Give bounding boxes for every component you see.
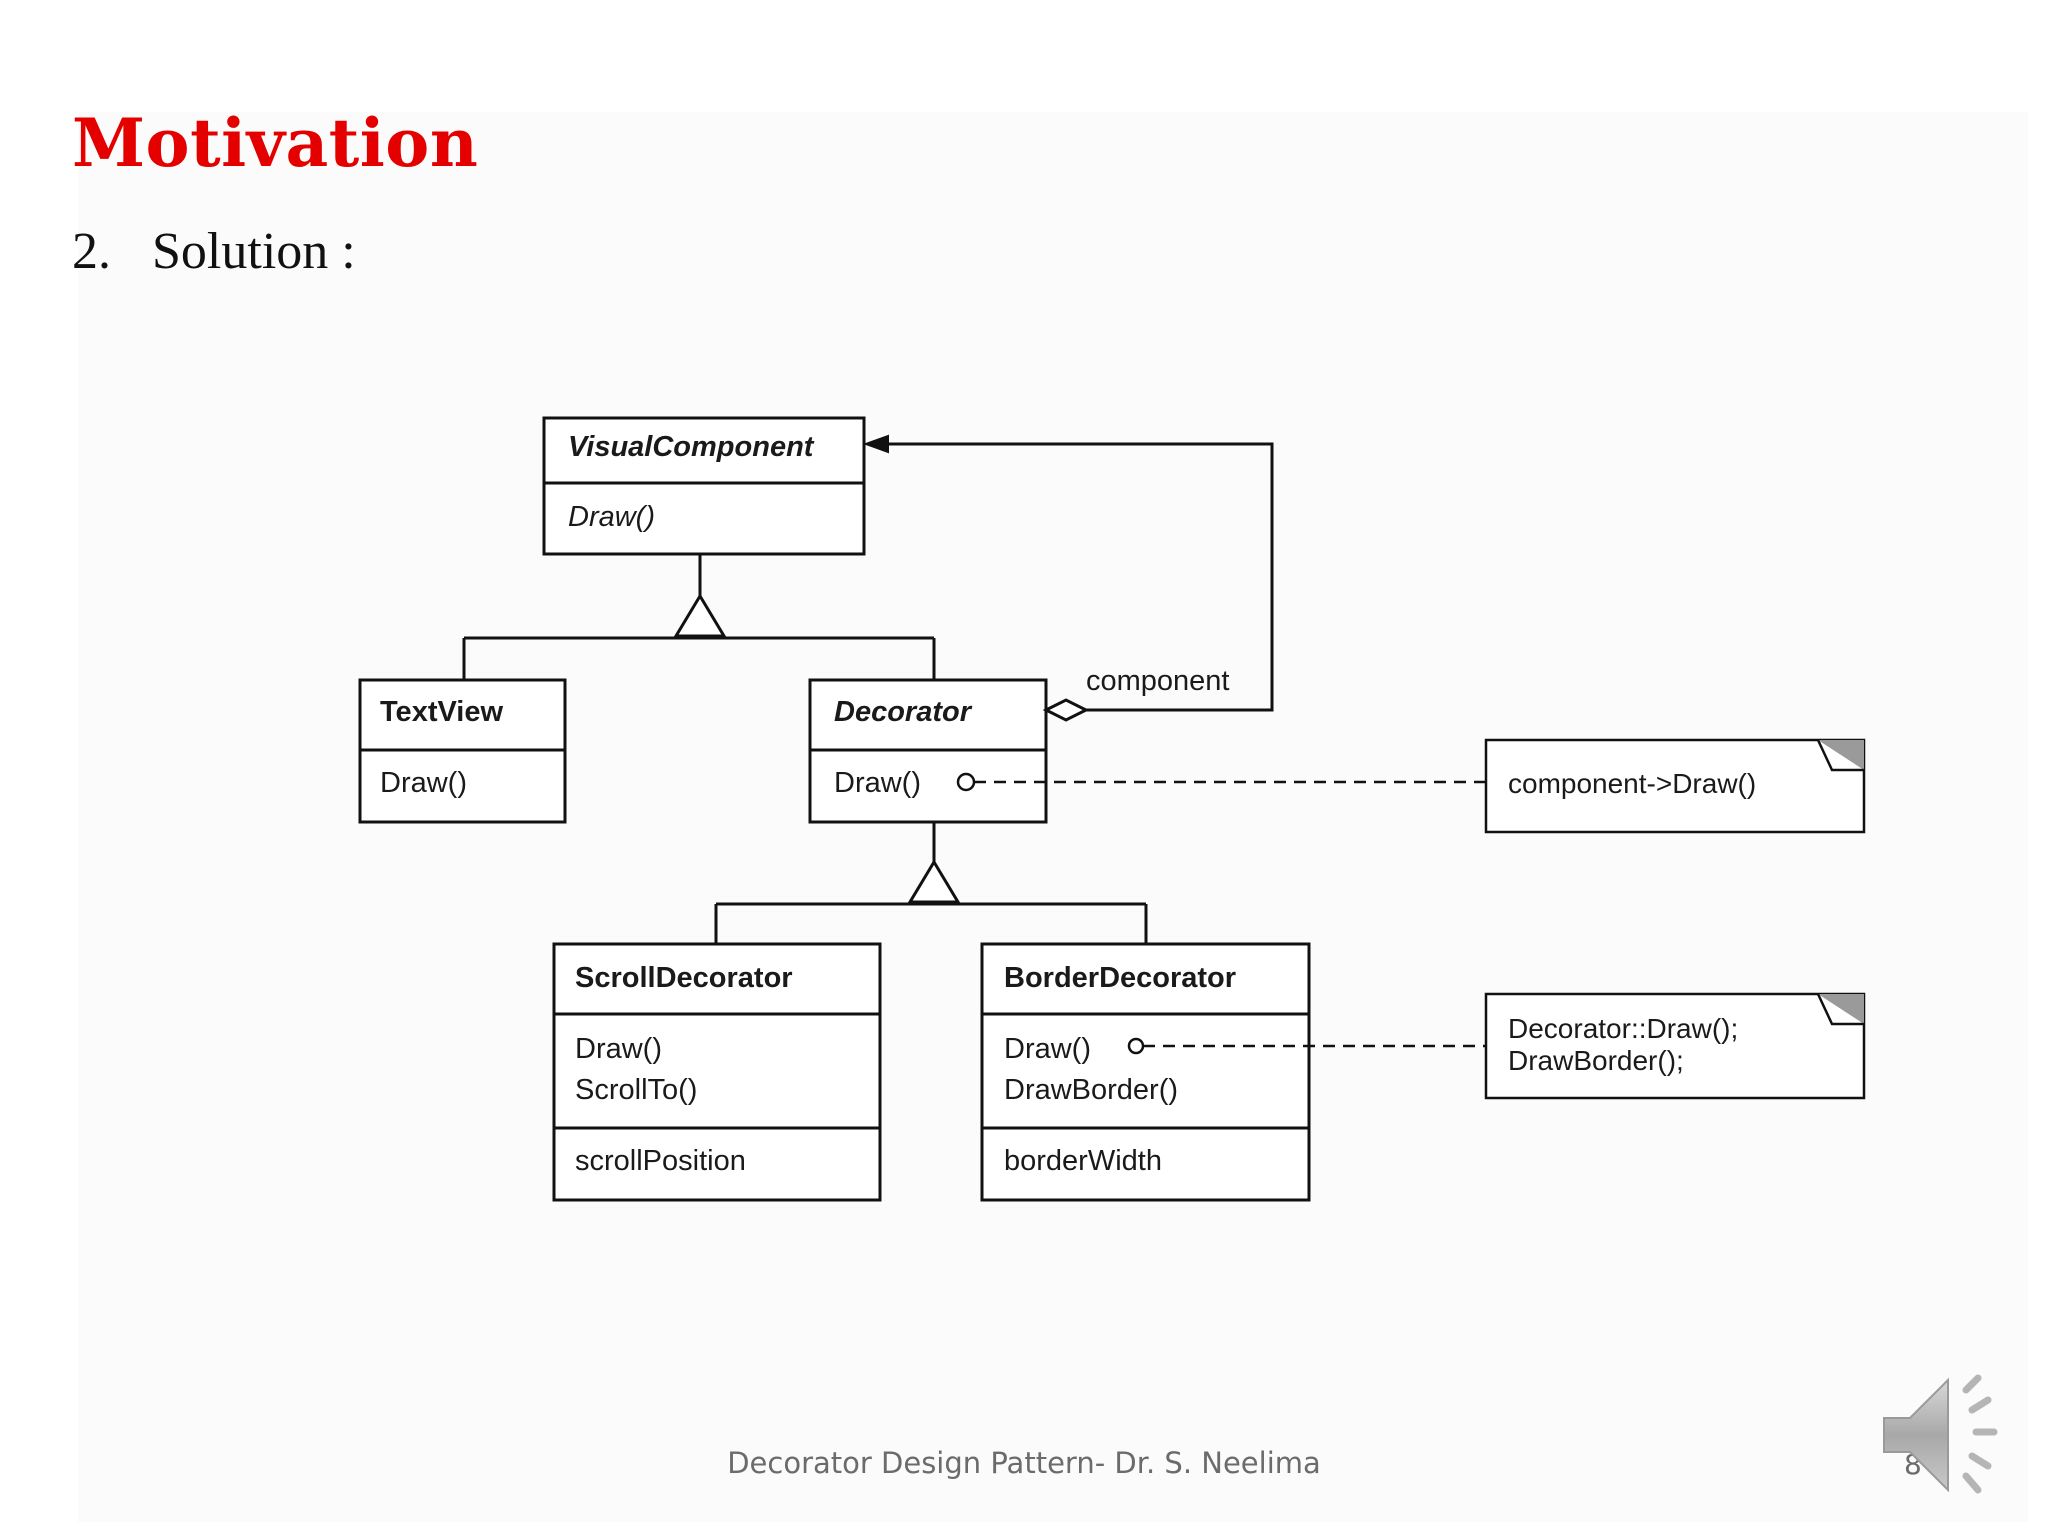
note-link-decorator [956,772,1486,792]
class-attribute: borderWidth [1004,1145,1162,1177]
class-border-decorator: BorderDecorator Draw() DrawBorder() bord… [980,942,1311,1202]
class-operation: ScrollTo() [575,1074,697,1106]
bullet-text: Solution : [152,223,356,280]
class-name: Decorator [834,696,973,728]
class-operation: Draw() [834,767,921,799]
note-line: component->Draw() [1508,768,1756,799]
note-line: DrawBorder(); [1508,1045,1684,1076]
aggregation-component: component [863,434,1274,722]
class-attribute: scrollPosition [575,1145,746,1177]
class-name: VisualComponent [568,431,815,463]
note-border-draw: Decorator::Draw(); DrawBorder(); [1484,992,1866,1100]
class-operation: DrawBorder() [1004,1074,1178,1106]
class-decorator: Decorator Draw() [808,678,1048,824]
class-operation: Draw() [568,501,655,533]
bullet-number: 2. [72,223,111,280]
class-text-view: TextView Draw() [358,678,567,824]
speaker-icon[interactable] [1876,1370,2016,1500]
class-visual-component: VisualComponent Draw() [542,416,866,556]
association-label: component [1086,665,1230,697]
inheritance-decorator [714,822,1148,944]
class-name: TextView [380,696,503,728]
note-decorator-draw: component->Draw() [1484,738,1866,834]
class-operation: Draw() [575,1033,662,1065]
class-scroll-decorator: ScrollDecorator Draw() ScrollTo() scroll… [552,942,882,1202]
class-name: ScrollDecorator [575,962,793,994]
class-name: BorderDecorator [1004,962,1236,994]
inheritance-visual-component [462,554,936,680]
class-operation: Draw() [380,767,467,799]
bullet-point: 2. Solution : [72,222,356,281]
slide-title: Motivation [72,104,479,182]
note-link-border-decorator [1127,1037,1486,1055]
class-operation: Draw() [1004,1033,1091,1065]
note-line: Decorator::Draw(); [1508,1013,1738,1044]
slide-footer: Decorator Design Pattern- Dr. S. Neelima [727,1446,1321,1480]
